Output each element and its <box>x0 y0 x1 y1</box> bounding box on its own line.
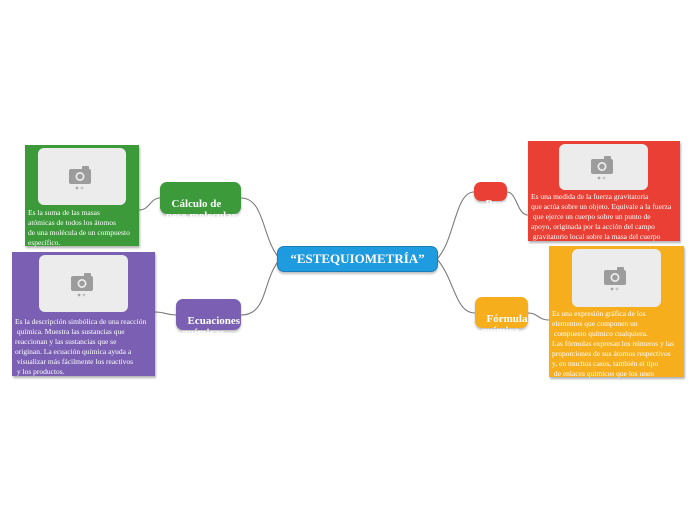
link-central-peso <box>436 191 475 260</box>
note-text: Es una medida de la fuerza gravitatoria … <box>531 192 672 241</box>
note-card-ecuaciones: Es la descripción simbólica de una reacc… <box>12 252 155 376</box>
camera-icon <box>69 165 91 189</box>
branch-calculo-peso-molecular[interactable]: Cálculo de peso molecular <box>160 182 241 222</box>
branch-label: Peso <box>485 198 507 210</box>
branch-label: Cálculo de peso molecular <box>166 198 237 222</box>
link-formula-note <box>527 312 550 321</box>
link-central-formula <box>436 258 476 314</box>
branch-ecuaciones-quimicas[interactable]: Ecuaciones químicas <box>176 299 241 339</box>
note-card-calculo: Es la suma de las masas atómicas de todo… <box>25 145 139 247</box>
note-text: Es la suma de las masas atómicas de todo… <box>28 208 130 247</box>
camera-icon <box>603 267 626 291</box>
link-peso-note <box>506 191 529 216</box>
link-calculo-note <box>138 197 161 211</box>
branch-label: Fórmula química <box>481 313 528 337</box>
image-placeholder <box>572 249 661 307</box>
image-placeholder <box>38 148 126 205</box>
image-placeholder <box>559 144 648 190</box>
link-ecuaciones-note <box>154 311 177 316</box>
image-placeholder <box>39 255 128 312</box>
note-card-peso: Es una medida de la fuerza gravitatoria … <box>528 141 680 241</box>
link-central-ecuaciones <box>240 258 281 316</box>
branch-peso[interactable]: Peso <box>474 182 507 210</box>
branch-label: Ecuaciones químicas <box>182 315 241 339</box>
link-central-calculo <box>240 197 281 260</box>
note-text: Es una expresión gráfica de los elemento… <box>552 309 675 378</box>
camera-icon <box>70 272 93 296</box>
note-card-formula: Es una expresión gráfica de los elemento… <box>549 246 684 378</box>
central-topic-label: “ESTEQUIOMETRÍA” <box>290 251 425 266</box>
note-text: Es la descripción simbólica de una reacc… <box>15 317 147 376</box>
branch-formula-quimica[interactable]: Fórmula química <box>475 297 528 337</box>
central-topic[interactable]: “ESTEQUIOMETRÍA” <box>277 246 438 272</box>
camera-icon <box>590 156 613 180</box>
